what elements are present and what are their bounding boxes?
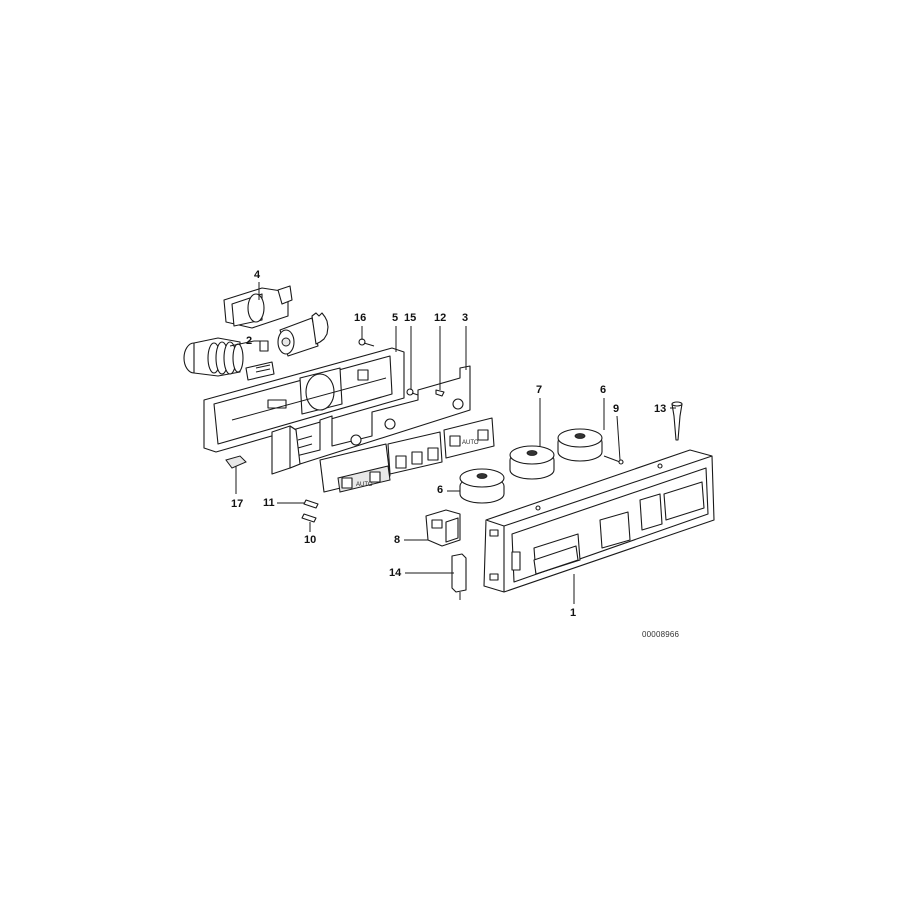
svg-text:AUTO: AUTO — [356, 482, 373, 488]
callout-15[interactable]: 15 — [404, 312, 417, 324]
callout-11[interactable]: 11 — [263, 497, 275, 509]
part-11-bulb — [303, 499, 319, 509]
part-10-bulb — [301, 513, 317, 523]
button-unit-middle — [387, 431, 443, 475]
part-cylinder-spring — [183, 337, 244, 377]
callout-17[interactable]: 17 — [231, 498, 244, 510]
part-2-clip — [259, 340, 269, 352]
part-16-screw — [358, 338, 375, 347]
button-unit-right: AUTO — [443, 417, 495, 459]
label-plate — [245, 361, 275, 381]
part-17-clip — [225, 455, 247, 469]
part-12-pin — [435, 389, 445, 397]
part-1-housing — [483, 449, 715, 593]
callout-14[interactable]: 14 — [389, 567, 402, 579]
callout-2[interactable]: 2 — [246, 335, 253, 347]
callout-8[interactable]: 8 — [394, 534, 401, 546]
part-7-knob — [509, 445, 555, 480]
reference-number: 00008966 — [642, 630, 680, 639]
leader-lines — [229, 282, 676, 604]
callout-12[interactable]: 12 — [434, 312, 447, 324]
callout-3[interactable]: 3 — [462, 312, 469, 324]
callout-7[interactable]: 7 — [536, 384, 543, 396]
part-6-knob-right — [557, 428, 603, 462]
callout-5[interactable]: 5 — [392, 312, 399, 324]
part-13-bulb-holder — [671, 401, 683, 441]
part-5-rear-frame — [203, 347, 405, 453]
callout-4[interactable]: 4 — [254, 269, 261, 281]
part-8-switch — [425, 509, 461, 547]
callout-6-right[interactable]: 6 — [600, 384, 607, 396]
callout-1[interactable]: 1 — [570, 607, 577, 619]
callout-13[interactable]: 13 — [654, 403, 667, 415]
part-9-pin — [603, 455, 624, 465]
part-15-screw — [406, 388, 419, 396]
callout-6-left[interactable]: 6 — [437, 484, 444, 496]
part-6-knob-left — [459, 468, 505, 504]
part-14-holder-clip — [451, 553, 467, 600]
svg-text:AUTO: AUTO — [462, 440, 479, 446]
button-unit-left: AUTO — [319, 443, 391, 493]
callout-10[interactable]: 10 — [304, 534, 317, 546]
part-4-actuator-bracket — [223, 285, 293, 329]
part-actuator-gear — [277, 312, 329, 357]
callout-9[interactable]: 9 — [613, 403, 620, 415]
part-3-circuit-board — [271, 365, 471, 475]
callout-16[interactable]: 16 — [354, 312, 367, 324]
